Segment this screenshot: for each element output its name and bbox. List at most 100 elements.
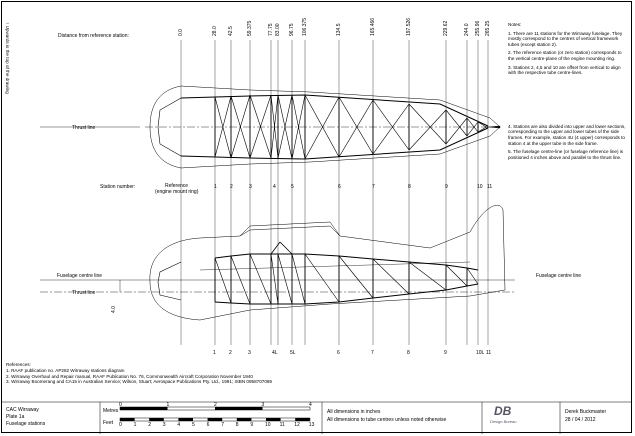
note-1: 1. There are 11 stations for the Wirrawa…	[508, 30, 623, 47]
feet-tick-label: 10	[265, 422, 271, 428]
top-view-diagonal-tube	[249, 94, 272, 159]
fuselage-centre-line-left-label: Fuselage centre line	[57, 273, 103, 279]
reference-sub-label: (engine mount ring)	[155, 189, 199, 195]
distance-value: 197.526	[406, 17, 412, 36]
distance-value: 59.375	[247, 20, 253, 36]
distance-value: 244.0	[464, 23, 470, 36]
feet-tick-label: 13	[308, 422, 315, 428]
feet-tick-label: 4	[177, 422, 181, 428]
station-number: 5	[291, 184, 294, 190]
feet-tick-label: 8	[235, 422, 239, 428]
metre-tick-label: 4	[309, 402, 312, 408]
distance-value: 106.375	[302, 17, 308, 36]
side-view-diagonal-tube	[304, 253, 340, 303]
feet-tick-label: 3	[162, 422, 166, 428]
note-3: 3. Stations 2, 4,5 and 10 are offset fro…	[508, 64, 621, 76]
metre-tick-label: 2	[214, 402, 217, 408]
top-view-diagonal-tube	[372, 99, 410, 151]
distance-value: 42.5	[228, 26, 234, 36]
distance-value: 134.5	[336, 23, 342, 36]
top-view-diagonal-tube	[214, 95, 232, 158]
top-view-diagonal-tube	[277, 94, 293, 159]
station-number-bottom: 1	[213, 350, 216, 356]
station-number-label: Station number:	[100, 184, 136, 190]
dimension-note-1: All dimensions in inches	[327, 409, 381, 415]
title-line-2: Plate 1a	[6, 414, 25, 420]
station-number-bottom: 4L	[272, 350, 278, 356]
engine-mount-side	[157, 261, 182, 301]
side-view-diagonal-tube	[270, 253, 279, 305]
station-number: 4	[273, 184, 276, 190]
title-line-3: Fuselage stations	[6, 421, 46, 427]
feet-tick-label: 2	[148, 422, 151, 428]
feet-tick-label: 0	[119, 422, 122, 428]
distance-value: 165.466	[370, 17, 376, 36]
metre-tick-label: 3	[261, 402, 265, 408]
references-panel: References: 1. RAAF publication no. AP28…	[6, 362, 272, 385]
side-view-diagonal-tube	[230, 255, 251, 305]
feet-tick-label: 11	[279, 422, 285, 428]
notes-title: Notes:	[508, 22, 522, 27]
side-view-upper-longeron	[214, 253, 479, 271]
top-view-diagonal-tube	[270, 94, 279, 159]
station-number: 7	[372, 184, 375, 190]
feet-scale-segment	[178, 418, 193, 421]
station-number: 11	[487, 184, 493, 190]
station-number-bottom: 8	[407, 350, 410, 356]
metre-tick-label: 1	[166, 402, 170, 408]
top-view-diagonal-tube	[466, 121, 479, 137]
side-view-diagonal-tube	[445, 264, 468, 287]
station-number-bottom: 3	[248, 350, 251, 356]
side-view-diagonal-tube	[338, 255, 374, 299]
note-5: 5. The fuselage centre-line (or fuselage…	[508, 149, 624, 160]
side-view-diagonal-tube	[291, 253, 306, 305]
reference-3: 3. Wirraway Boomerang and CA15 in Austra…	[6, 379, 272, 385]
scale-feet-label: Feet	[103, 420, 114, 426]
side-view-diagonal-tube	[249, 253, 272, 305]
top-thrust-line-label: Thrust line	[72, 125, 96, 131]
top-view-diagonal-tube	[338, 99, 374, 158]
station-number: 1	[214, 184, 217, 190]
distance-value: 96.75	[289, 23, 295, 36]
side-view-diagonal-tube	[277, 253, 293, 305]
station-number: 6	[338, 184, 341, 190]
canopy-outline	[239, 221, 341, 237]
distance-value: 229.62	[443, 20, 449, 36]
feet-tick-label: 7	[221, 422, 224, 428]
distance-value: 255.96	[475, 20, 481, 36]
metre-tick-label: 0	[119, 402, 122, 408]
side-view-diagonal-tube	[214, 257, 232, 304]
feet-scale-segment	[295, 418, 310, 421]
references-title: References:	[6, 362, 31, 367]
note-4: 4. Stations are also divided into upper …	[508, 123, 626, 146]
distance-value: 0.0	[178, 29, 184, 36]
station-number: 9	[445, 184, 448, 190]
top-view-diagonal-tube	[466, 117, 479, 133]
feet-scale-segment	[207, 418, 223, 421]
drawing-date: 28 / 04 / 2012	[565, 417, 596, 423]
fuselage-centre-line-right-label: Fuselage centre line	[536, 273, 582, 279]
distance-label: Distance from reference station:	[58, 33, 129, 39]
feet-scale-segment	[236, 418, 252, 421]
feet-tick-label: 6	[206, 422, 210, 428]
top-view-diagonal-tube	[445, 109, 468, 137]
top-view-diagonal-tube	[408, 109, 447, 151]
station-number-bottom: 11	[486, 350, 492, 356]
top-view-diagonal-tube	[304, 96, 340, 160]
cabane-strut	[270, 241, 293, 255]
offset-dimension-label: 4.0	[111, 306, 117, 313]
feet-tick-label: 5	[192, 422, 195, 428]
title-line-1: CAC Wirraway	[6, 407, 39, 413]
engine-mount-top	[157, 97, 182, 157]
metre-scale-segment	[120, 407, 168, 410]
distance-value: 77.75	[268, 23, 274, 36]
top-view-diagonal-tube	[291, 94, 306, 160]
distance-value: 265.25	[485, 20, 491, 36]
distance-value: 83.00	[275, 23, 281, 36]
note-2: 2. The reference station (or zero statio…	[508, 50, 622, 61]
side-view-diagonal-tube	[466, 267, 479, 285]
station-number-bottom: 5L	[290, 350, 296, 356]
side-thrust-line-label: Thrust line	[72, 290, 96, 296]
